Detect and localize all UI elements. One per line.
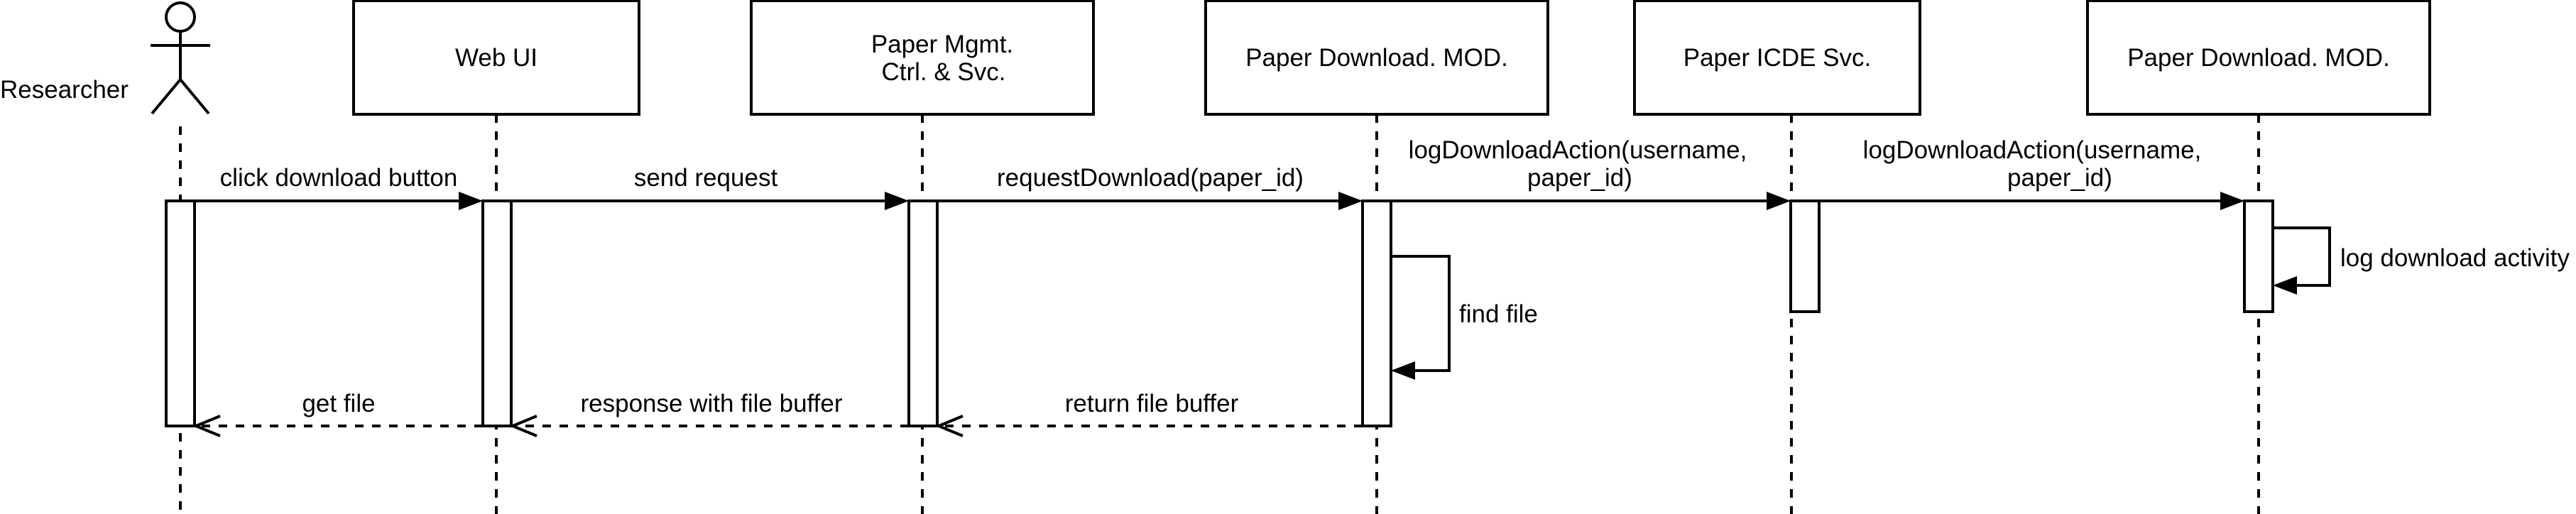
- message-log-download-activity: log download activity: [2273, 226, 2570, 295]
- self-loop-line: [2273, 226, 2331, 287]
- arrowhead-filled-icon: [1767, 192, 1791, 210]
- participant-label: Paper ICDE Svc.: [1683, 44, 1872, 72]
- arrowhead-filled-icon: [2220, 192, 2244, 210]
- message-return-file-buffer: return file buffer: [934, 390, 1363, 437]
- message-log-download-action-1: logDownloadAction(username, paper_id): [1391, 136, 1791, 210]
- participant-box: [2086, 0, 2431, 116]
- arrowhead-open-icon: [192, 415, 221, 437]
- participant-web-ui: Web UI: [352, 0, 640, 116]
- message-label-line-2: paper_id): [2007, 164, 2112, 192]
- participant-box: [1204, 0, 1549, 116]
- activation-paper-mgmt: [907, 199, 939, 427]
- activation-bars: [165, 199, 2274, 427]
- message-label: get file: [302, 390, 375, 417]
- arrowhead-open-icon: [934, 415, 964, 437]
- activation-researcher: [165, 199, 196, 427]
- message-label: requestDownload(paper_id): [997, 164, 1304, 192]
- message-label: log download activity: [2340, 244, 2570, 272]
- message-label-line-2: paper_id): [1527, 164, 1632, 192]
- participant-paper-icde-svc: Paper ICDE Svc.: [1633, 0, 1921, 116]
- participant-label: Paper Download. MOD.: [1245, 44, 1508, 72]
- participant-label: Web UI: [455, 44, 537, 72]
- arrowhead-filled-icon: [885, 192, 909, 210]
- message-label-line-1: logDownloadAction(username,: [1863, 136, 2202, 164]
- participant-box: [750, 0, 1095, 116]
- message-get-file: get file: [192, 390, 483, 437]
- participant-label: Paper Download. MOD.: [2127, 44, 2390, 72]
- message-label: send request: [634, 164, 778, 192]
- actor-researcher: Researcher: [0, 1, 210, 115]
- actor-head-icon: [165, 1, 196, 33]
- activation-paper-download-mod-2: [2243, 199, 2274, 313]
- arrowhead-filled-icon: [1391, 361, 1415, 380]
- participant-label-line-2: Ctrl. & Svc.: [881, 58, 1005, 86]
- message-label-line-1: logDownloadAction(username,: [1409, 136, 1747, 164]
- message-label: find file: [1459, 300, 1538, 328]
- activation-paper-icde-svc: [1789, 199, 1821, 313]
- message-response-with-file-buffer: response with file buffer: [508, 390, 909, 437]
- self-loop-line: [1391, 255, 1451, 372]
- message-log-download-action-2: logDownloadAction(username, paper_id): [1819, 136, 2244, 210]
- actor-leg-left: [151, 78, 182, 115]
- participant-paper-download-mod: Paper Download. MOD.: [1204, 0, 1549, 116]
- participant-paper-download-mod-2: Paper Download. MOD.: [2086, 0, 2431, 116]
- arrowhead-filled-icon: [459, 192, 483, 210]
- message-label: response with file buffer: [580, 390, 842, 417]
- arrowhead-filled-icon: [1338, 192, 1363, 210]
- activation-paper-download-mod: [1361, 199, 1392, 427]
- arrowhead-filled-icon: [2273, 276, 2297, 295]
- message-label: return file buffer: [1065, 390, 1239, 417]
- arrowhead-open-icon: [508, 415, 537, 437]
- participant-box: [1633, 0, 1921, 116]
- actor-label: Researcher: [0, 76, 129, 104]
- message-request-download: requestDownload(paper_id): [937, 164, 1363, 210]
- participant-paper-mgmt: Paper Mgmt. Ctrl. & Svc.: [750, 0, 1095, 116]
- participant-label-line-1: Paper Mgmt.: [871, 31, 1013, 58]
- participant-box: [352, 0, 640, 116]
- message-send-request: send request: [511, 164, 909, 210]
- message-label: click download button: [220, 164, 458, 192]
- activation-web-ui: [481, 199, 513, 427]
- message-find-file: find file: [1391, 255, 1538, 380]
- message-click-download: click download button: [195, 164, 483, 210]
- actor-leg-right: [179, 78, 210, 115]
